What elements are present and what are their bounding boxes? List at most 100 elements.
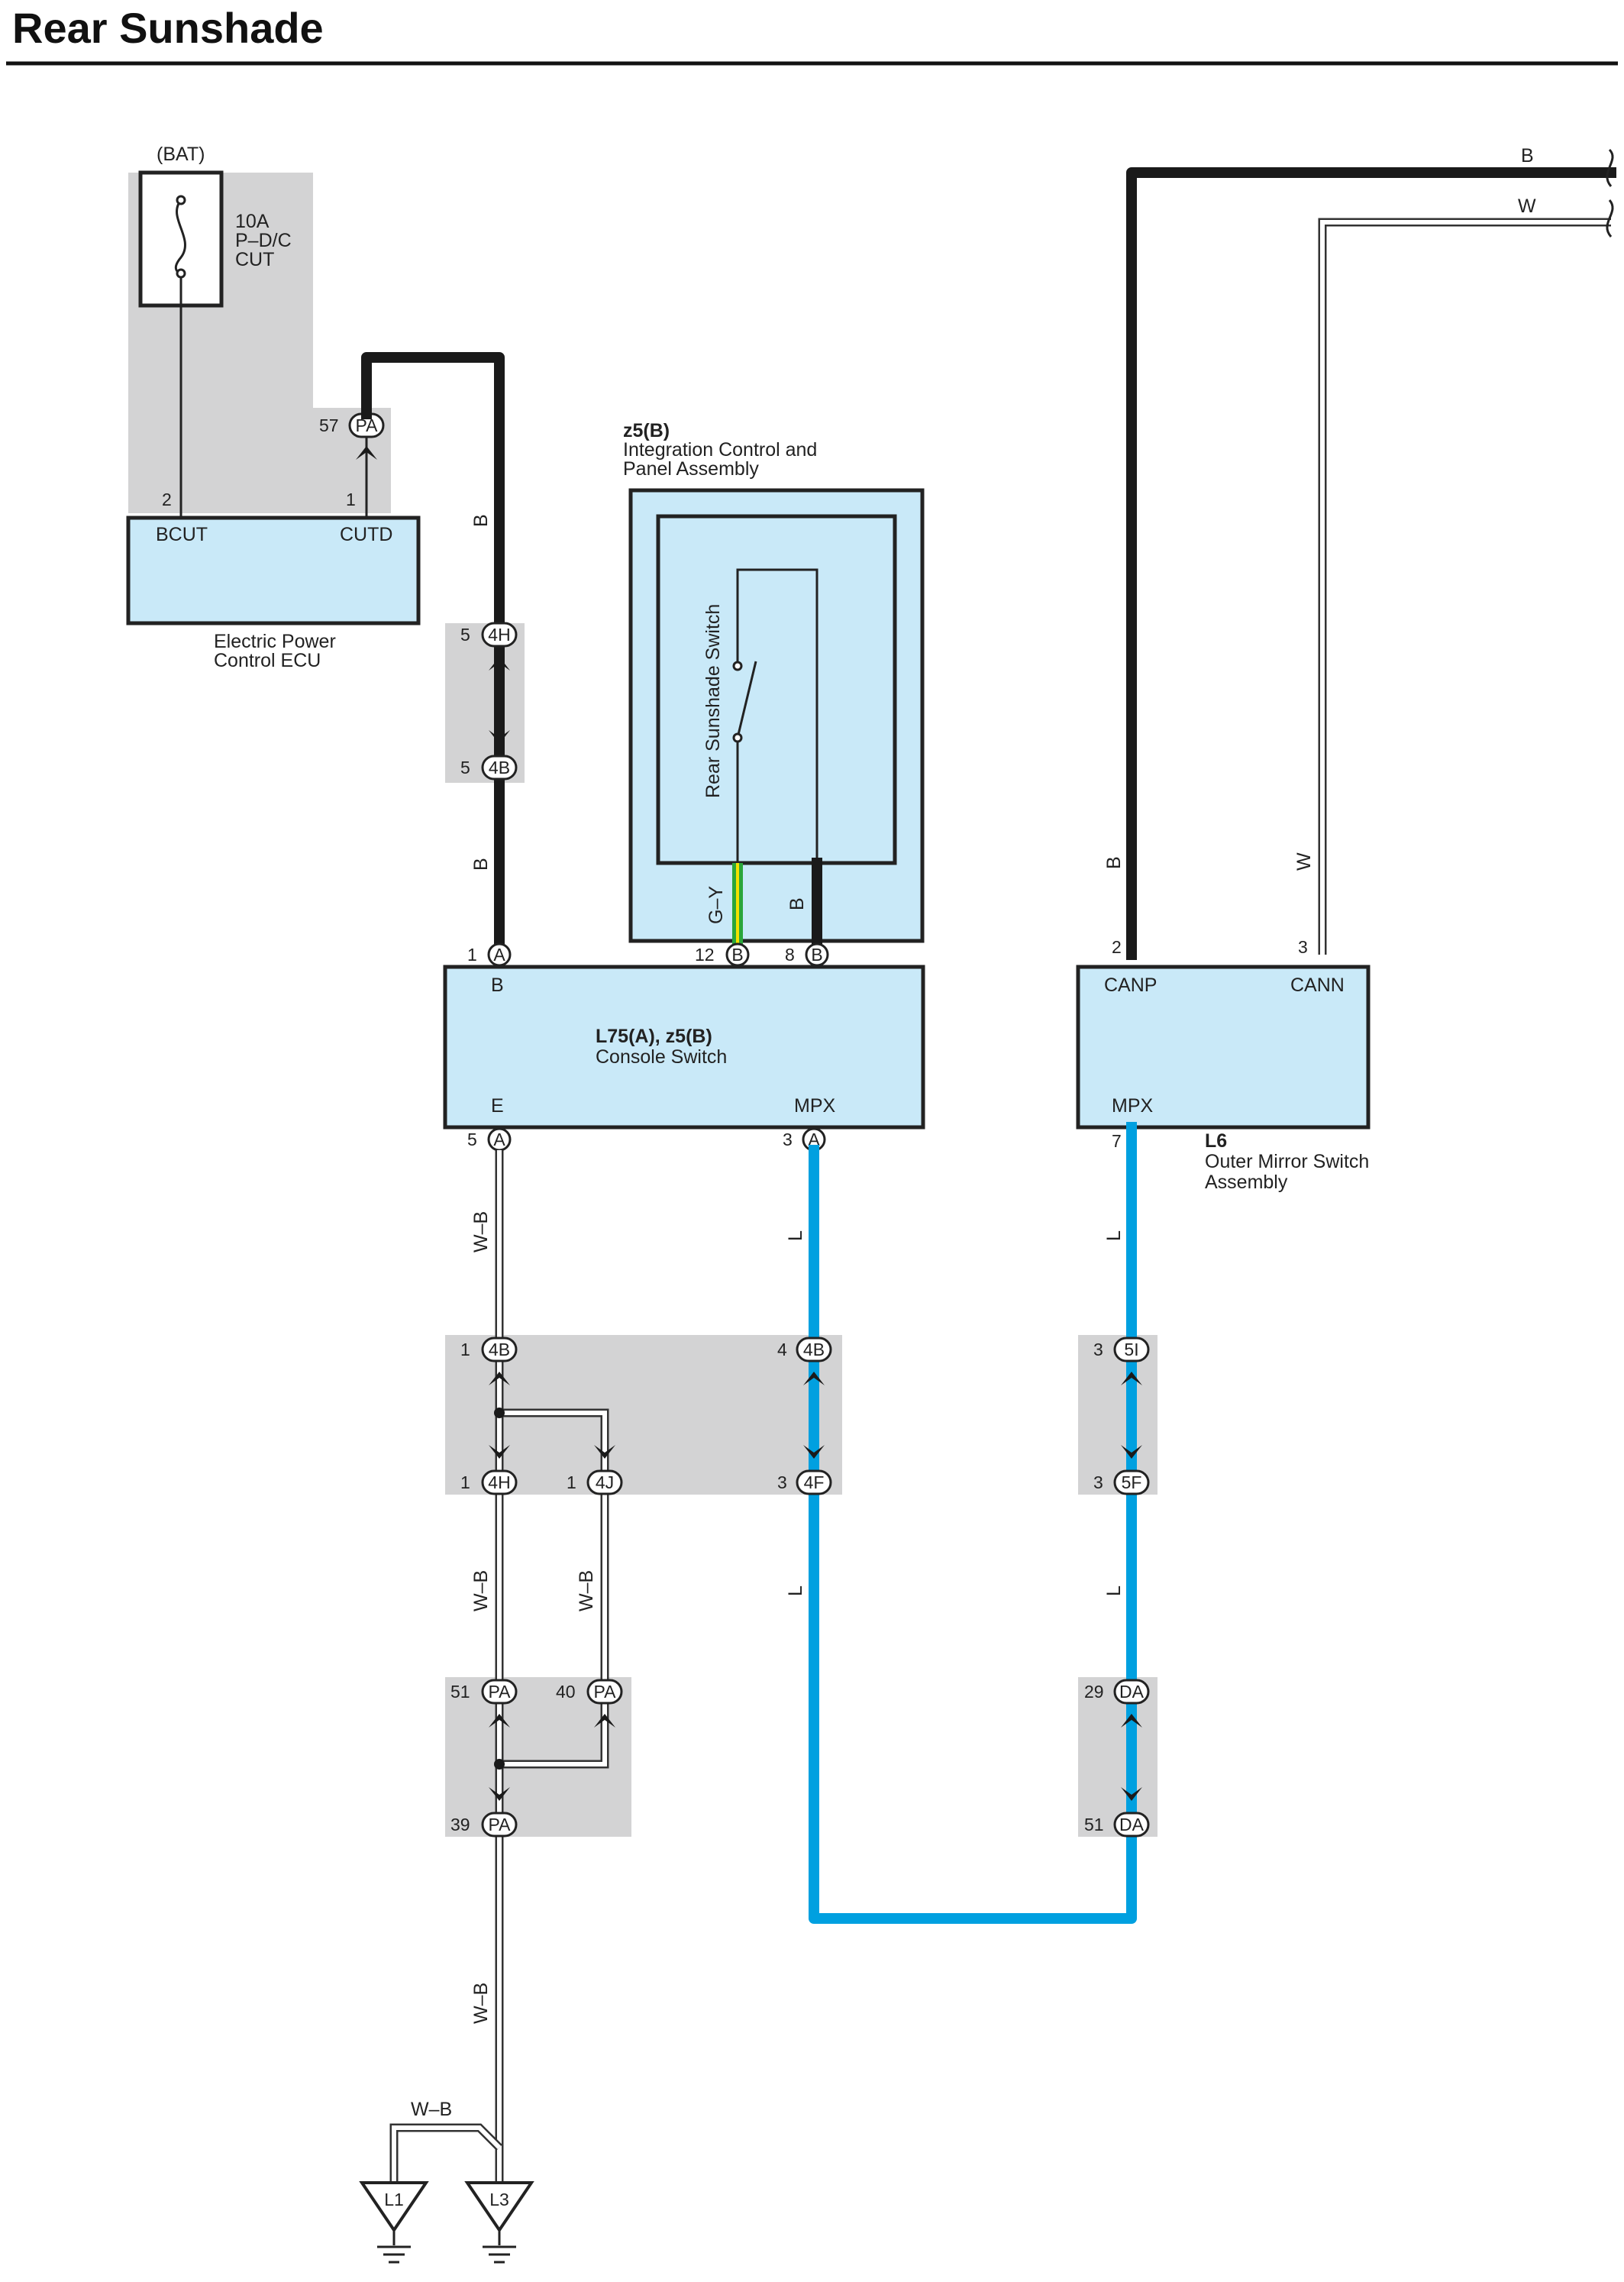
console-name: Console Switch — [596, 1046, 727, 1068]
switch-terminal-top — [732, 661, 743, 671]
fuse-amp-label: 10A — [235, 211, 270, 232]
panel-name-line2: Panel Assembly — [623, 458, 759, 480]
mirror-pin-cann: 3 — [1298, 937, 1308, 957]
connector-da-29 — [1113, 1679, 1150, 1705]
connector-4b-1-pin: 1 — [460, 1340, 470, 1359]
connector-pa-57-pin: 57 — [319, 415, 339, 435]
connector-4b-1 — [481, 1337, 518, 1362]
wire-wb-ground — [392, 2125, 502, 2207]
connector-5i-3-pin: 3 — [1093, 1340, 1103, 1359]
connector-5f-3-pin: 3 — [1093, 1472, 1103, 1492]
connector-a-5-code: A — [493, 1130, 505, 1149]
connector-da-29-code: DA — [1119, 1682, 1145, 1702]
fuse-terminal-bottom — [176, 268, 186, 279]
wire-label-l-3: L — [1103, 1230, 1125, 1241]
connector-5i-3 — [1113, 1337, 1150, 1362]
connector-pa-40-code: PA — [594, 1682, 617, 1702]
wire-label-b-3: B — [786, 897, 808, 910]
ecu-pin-bcut: 2 — [162, 490, 172, 509]
connector-4b-4 — [796, 1337, 832, 1362]
ecu-name-line2: Control ECU — [214, 650, 321, 671]
wire-label-wb-1: W–B — [470, 1211, 492, 1253]
mirror-name-line1: Outer Mirror Switch — [1205, 1151, 1369, 1172]
connector-pa-39-pin: 39 — [450, 1815, 470, 1834]
connector-da-51-code: DA — [1119, 1815, 1145, 1834]
outer-mirror-switch-assembly — [1076, 965, 1371, 1130]
console-pin-5: 5 — [467, 1130, 477, 1149]
connector-4f-3 — [796, 1469, 832, 1495]
fuse-name-line1: P–D/C — [235, 230, 292, 251]
connector-b-8-code: B — [811, 945, 822, 965]
wire-label-w-1: W — [1293, 852, 1315, 871]
connector-4b-5-pin: 5 — [460, 758, 470, 777]
console-term-e: E — [491, 1095, 504, 1117]
mirror-term-canp: CANP — [1104, 975, 1157, 996]
panel-code: z5(B) — [623, 420, 670, 441]
connector-4h-5-code: 4H — [488, 625, 510, 645]
wire-label-w-top: W — [1518, 196, 1536, 217]
connector-pa-51 — [481, 1679, 518, 1705]
switch-lead-right — [736, 568, 818, 863]
junction-shade-right-low — [1078, 1677, 1157, 1837]
console-pin-1: 1 — [467, 945, 477, 965]
connector-pa-51-code: PA — [489, 1682, 512, 1702]
fuse-name-line2: CUT — [235, 249, 274, 270]
ground-l3-label: L3 — [489, 2190, 509, 2209]
connector-5f-3 — [1113, 1469, 1150, 1495]
mirror-pin-mpx: 7 — [1112, 1131, 1122, 1151]
electric-power-control-ecu — [126, 516, 421, 625]
wire-label-l-4: L — [1103, 1585, 1125, 1596]
ecu-term-bcut: BCUT — [156, 524, 208, 545]
wire-label-b-4: B — [1103, 856, 1125, 869]
connector-b-12 — [725, 942, 750, 967]
junction-shade-top — [445, 623, 525, 783]
console-switch — [443, 965, 925, 1130]
wire-w-mirror — [1320, 220, 1611, 955]
splice-point-2 — [494, 1759, 505, 1770]
ground-l1-triangle — [359, 2181, 429, 2233]
connector-da-51 — [1113, 1812, 1150, 1838]
connector-4h-5-pin: 5 — [460, 625, 470, 645]
connector-4h-1 — [481, 1469, 518, 1495]
connector-4b-5 — [481, 755, 518, 781]
wire-w-mirror-outline — [1318, 218, 1611, 955]
connector-a-1 — [487, 942, 512, 967]
connector-4j-1 — [586, 1469, 623, 1495]
wire-label-l-2: L — [785, 1585, 806, 1596]
rear-sunshade-switch-label: Rear Sunshade Switch — [702, 604, 724, 798]
ecu-name-line1: Electric Power — [214, 631, 336, 652]
mirror-code: L6 — [1205, 1130, 1227, 1152]
connector-4f-3-pin: 3 — [777, 1472, 787, 1492]
ecu-term-cutd: CUTD — [340, 524, 392, 545]
panel-name-line1: Integration Control and — [623, 439, 817, 461]
connector-5f-3-code: 5F — [1122, 1472, 1142, 1492]
connector-a-1-code: A — [493, 945, 505, 965]
power-source-label: (BAT) — [157, 144, 205, 165]
console-code: L75(A), z5(B) — [596, 1026, 712, 1047]
wire-label-gy: G–Y — [705, 886, 727, 924]
connector-pa-51-pin: 51 — [450, 1682, 470, 1702]
mirror-name-line2: Assembly — [1205, 1172, 1288, 1193]
connector-5i-3-code: 5I — [1124, 1340, 1138, 1359]
console-pin-3: 3 — [783, 1130, 793, 1149]
switch-contact — [736, 661, 757, 739]
wire-label-wb-2: W–B — [470, 1570, 492, 1611]
wire-label-b-top: B — [1521, 145, 1534, 166]
wire-label-wb-4: W–B — [470, 1983, 492, 2024]
wire-label-b-1: B — [470, 514, 492, 527]
connector-pa-39 — [481, 1812, 518, 1838]
console-pin-8: 8 — [785, 945, 795, 965]
connector-4h-1-code: 4H — [488, 1472, 510, 1492]
mirror-term-mpx: MPX — [1112, 1095, 1154, 1117]
wire-break-b — [1606, 148, 1614, 187]
splice-point-1 — [494, 1408, 505, 1418]
console-term-b: B — [491, 975, 504, 996]
connector-4b-4-code: 4B — [803, 1340, 825, 1359]
connector-4f-3-code: 4F — [804, 1472, 825, 1492]
page-title: Rear Sunshade — [12, 4, 324, 52]
wire-label-l-1: L — [785, 1230, 806, 1241]
switch-terminal-bottom — [732, 732, 743, 743]
wire-wb-branch — [499, 1411, 607, 1766]
wire-b-ecu-to-console — [361, 352, 505, 960]
